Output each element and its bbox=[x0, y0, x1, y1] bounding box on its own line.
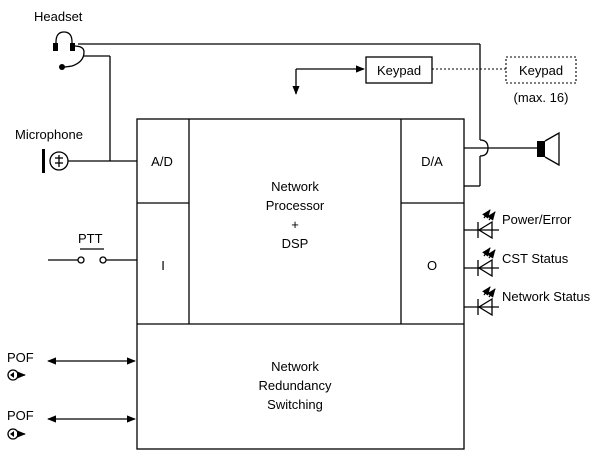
fiber-connector-icon bbox=[7, 428, 26, 440]
network-processor-block: Network Processor + DSP bbox=[266, 179, 325, 251]
network-status-label: Network Status bbox=[502, 289, 591, 304]
headset-label: Headset bbox=[34, 9, 83, 24]
redundancy-line-1: Network bbox=[271, 359, 319, 374]
led-cst-status bbox=[464, 247, 499, 278]
led-icon bbox=[477, 286, 496, 317]
fiber-connector-icon bbox=[7, 369, 26, 381]
processor-line-2: Processor bbox=[266, 198, 325, 213]
headset-icon bbox=[53, 31, 85, 70]
processor-line-3: + bbox=[291, 217, 299, 232]
microphone-label: Microphone bbox=[15, 127, 83, 142]
led-icon bbox=[477, 247, 496, 278]
keypad-label: Keypad bbox=[377, 63, 421, 78]
speaker-icon bbox=[537, 131, 560, 167]
pof-label-1: POF bbox=[7, 350, 34, 365]
main-unit bbox=[136, 118, 465, 450]
keypad-max-label: (max. 16) bbox=[514, 90, 569, 105]
cst-status-label: CST Status bbox=[502, 251, 569, 266]
pof-label-2: POF bbox=[7, 408, 34, 423]
processor-line-4: DSP bbox=[282, 236, 309, 251]
ad-converter-label: A/D bbox=[151, 154, 173, 169]
da-converter-label: D/A bbox=[421, 154, 443, 169]
led-icon bbox=[477, 209, 496, 240]
keypad-extension-label: Keypad bbox=[519, 63, 563, 78]
power-error-label: Power/Error bbox=[502, 212, 572, 227]
redundancy-line-2: Redundancy bbox=[259, 378, 332, 393]
led-power-error bbox=[464, 209, 499, 240]
input-label: I bbox=[161, 258, 165, 273]
output-label: O bbox=[427, 258, 437, 273]
microphone-icon bbox=[42, 149, 69, 173]
ptt-label: PTT bbox=[78, 231, 103, 246]
network-redundancy-block: Network Redundancy Switching bbox=[259, 359, 332, 412]
switch-icon bbox=[77, 248, 107, 264]
processor-line-1: Network bbox=[271, 179, 319, 194]
led-network-status bbox=[464, 286, 499, 317]
keypad-box bbox=[365, 56, 433, 84]
redundancy-line-3: Switching bbox=[267, 397, 323, 412]
